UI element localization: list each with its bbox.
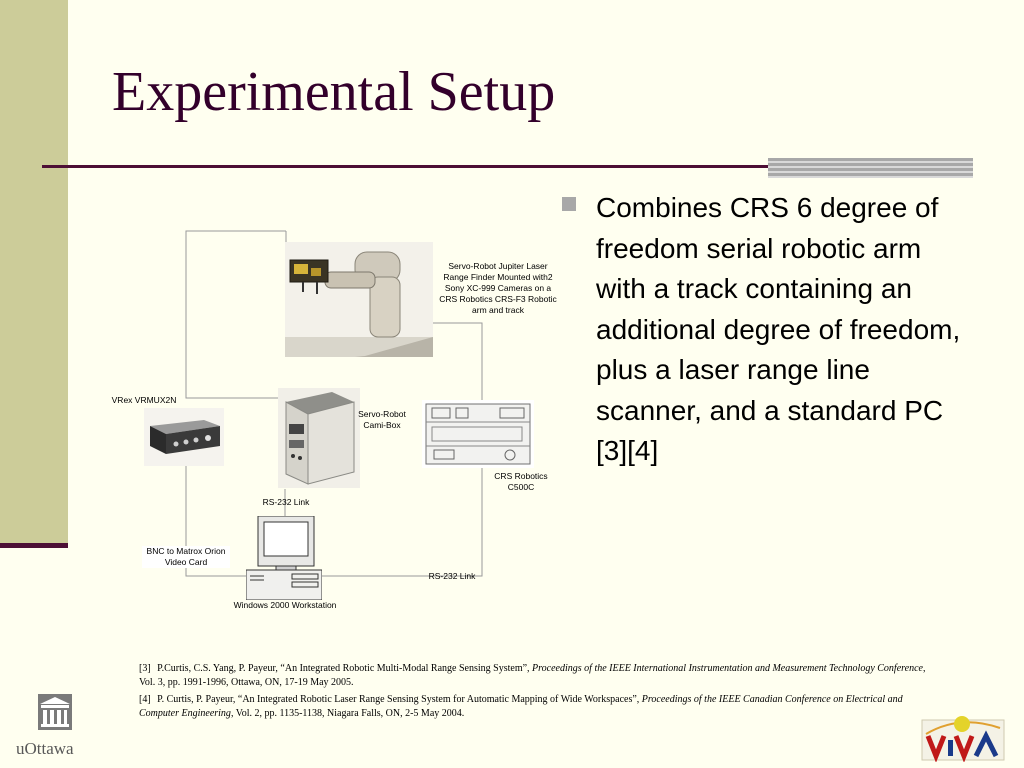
reference-3: [3] P.Curtis, C.S. Yang, P. Payeur, “An …: [139, 662, 939, 690]
diagram-connections: [185, 230, 483, 577]
crs-controller-photo: [422, 400, 534, 468]
vrex-photo: [144, 408, 224, 466]
reference-venue: Proceedings of the IEEE Canadian Confere…: [139, 694, 903, 719]
workstation-label: Windows 2000 Workstation: [233, 600, 337, 610]
reference-details: , Vol. 2, pp. 1135-1138, Niagara Falls, …: [230, 708, 465, 719]
title-rule-accent: [768, 158, 973, 178]
workstation-photo: [245, 515, 323, 601]
university-building-icon: [38, 694, 72, 730]
bullet-text: Combines CRS 6 degree of freedom serial …: [596, 192, 961, 466]
references: [3] P.Curtis, C.S. Yang, P. Payeur, “An …: [139, 662, 939, 724]
rs232-bottom-label: RS-232 Link: [428, 571, 476, 581]
bullet-square-icon: [562, 197, 576, 211]
side-bar-end: [0, 543, 68, 548]
rs232-top-label: RS-232 Link: [262, 497, 310, 507]
reference-number: [4]: [139, 694, 151, 705]
vrex-label: VRex VRMUX2N: [111, 395, 177, 405]
crs-controller-label: CRS Robotics C500C: [494, 471, 548, 492]
reference-authors: P. Curtis, P. Payeur, “An Integrated Rob…: [157, 694, 640, 705]
reference-details: , Vol. 3, pp. 1991-1996, Ottawa, ON, 17-…: [139, 663, 926, 688]
viva-logo: [920, 712, 1006, 763]
side-bar: [0, 0, 68, 548]
robot-arm-photo: [285, 242, 433, 357]
title-rule: [42, 165, 770, 168]
reference-venue: Proceedings of the IEEE International In…: [532, 663, 923, 674]
slide-title: Experimental Setup: [112, 61, 556, 123]
reference-4: [4] P. Curtis, P. Payeur, “An Integrated…: [139, 693, 939, 721]
robot-label: Servo-Robot Jupiter Laser Range Finder M…: [439, 261, 557, 315]
reference-number: [3]: [139, 663, 151, 674]
uottawa-logo: [16, 690, 94, 762]
reference-authors: P.Curtis, C.S. Yang, P. Payeur, “An Inte…: [157, 663, 530, 674]
bnc-label: BNC to Matrox Orion Video Card: [142, 546, 230, 568]
camibox-label: Servo-Robot Cami-Box: [358, 409, 406, 430]
camibox-photo: [278, 388, 360, 488]
uottawa-logo-text: uOttawa: [16, 739, 74, 758]
